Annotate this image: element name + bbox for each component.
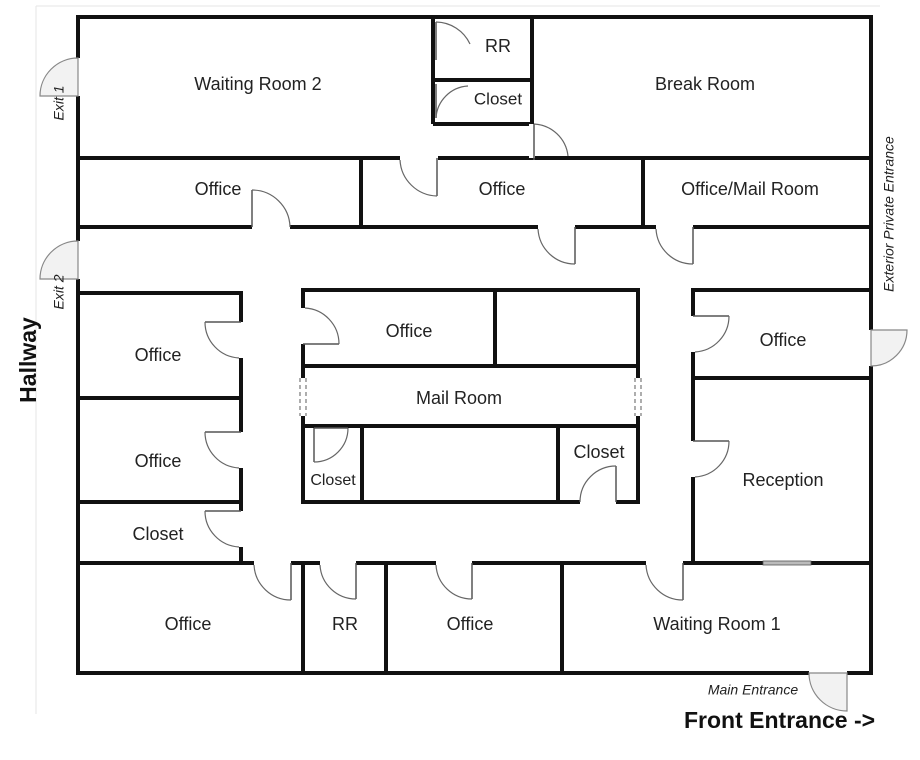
label-closet-center-left: Closet <box>310 472 356 489</box>
label-break-room: Break Room <box>655 74 755 94</box>
label-main-entrance: Main Entrance <box>708 682 798 698</box>
door-mail-room-right[interactable] <box>634 378 642 416</box>
door-center-office[interactable] <box>300 307 340 345</box>
label-waiting-room-1: Waiting Room 1 <box>653 614 780 634</box>
door-exterior-private-entrance[interactable] <box>868 329 908 367</box>
walls <box>76 15 873 675</box>
label-office-left-1: Office <box>135 345 182 365</box>
label-reception: Reception <box>742 470 823 490</box>
door-right-office[interactable] <box>690 315 730 353</box>
door-closet-top[interactable] <box>435 84 469 119</box>
label-office-center: Office <box>386 321 433 341</box>
door-center-closet-right[interactable] <box>579 465 617 505</box>
label-mail-room: Mail Room <box>416 388 502 408</box>
exterior-doors <box>39 57 908 712</box>
wall-left-column <box>78 291 243 563</box>
door-center-closet-left[interactable] <box>313 427 349 463</box>
label-rr-bottom: RR <box>332 614 358 634</box>
door-exit-1[interactable] <box>39 57 81 97</box>
door-bottom-office-mid[interactable] <box>435 560 473 600</box>
label-office-mail-room: Office/Mail Room <box>681 179 819 199</box>
reception-window <box>762 560 812 566</box>
label-rr-top: RR <box>485 36 511 56</box>
door-office-top-left[interactable] <box>251 189 291 230</box>
label-office-left-2: Office <box>135 451 182 471</box>
door-rr-top[interactable] <box>435 21 471 60</box>
door-waiting-room-1[interactable] <box>645 560 684 601</box>
door-office-top-mid[interactable] <box>399 155 438 197</box>
label-office-right: Office <box>760 330 807 350</box>
door-office-mail-room[interactable] <box>655 224 694 265</box>
annotation-labels: Exit 1 Exit 2 Hallway Exterior Private E… <box>15 85 897 733</box>
label-office-bottom-mid: Office <box>447 614 494 634</box>
outer-wall <box>76 15 873 675</box>
label-exterior-private-entrance: Exterior Private Entrance <box>881 136 897 292</box>
door-exit-2[interactable] <box>39 240 81 280</box>
door-left-closet[interactable] <box>204 510 244 548</box>
label-exit-2: Exit 2 <box>51 274 67 309</box>
label-closet-center-right: Closet <box>573 442 624 462</box>
door-bottom-rr[interactable] <box>319 560 357 600</box>
label-exit-1: Exit 1 <box>51 85 67 120</box>
door-mail-room-left[interactable] <box>299 378 307 416</box>
room-labels: Waiting Room 2 RR Closet Break Room Offi… <box>132 36 823 634</box>
door-main-entrance[interactable] <box>808 670 848 712</box>
door-break-room[interactable] <box>529 123 569 160</box>
label-office-top-left: Office <box>195 179 242 199</box>
label-front-entrance: Front Entrance -> <box>684 707 875 733</box>
door-bottom-office-left[interactable] <box>253 560 292 601</box>
door-left-office-1[interactable] <box>204 321 244 359</box>
label-closet-left: Closet <box>132 524 183 544</box>
doors <box>204 21 812 601</box>
label-closet-top: Closet <box>474 89 522 108</box>
door-office-mid-bottom[interactable] <box>537 224 576 265</box>
door-reception[interactable] <box>690 440 730 478</box>
label-hallway: Hallway <box>15 317 41 403</box>
label-office-top-mid: Office <box>479 179 526 199</box>
label-office-bottom-left: Office <box>165 614 212 634</box>
label-waiting-room-2: Waiting Room 2 <box>194 74 321 94</box>
door-left-office-2[interactable] <box>204 431 244 469</box>
